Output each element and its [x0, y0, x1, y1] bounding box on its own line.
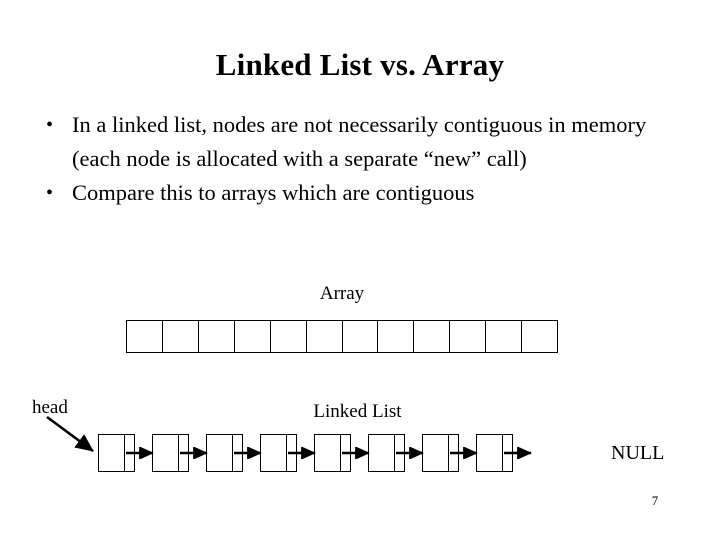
null-link-arrow-icon: [504, 447, 532, 459]
null-terminator-label: NULL: [611, 442, 665, 464]
node-data-cell: [315, 435, 341, 471]
node-link-arrow-icon: [234, 447, 262, 459]
node-data-cell: [207, 435, 233, 471]
node-data-cell: [99, 435, 125, 471]
linked-list-chain: [98, 434, 532, 472]
array-cell: [522, 321, 557, 352]
array-cell: [486, 321, 523, 352]
head-pointer-arrow-icon: [45, 415, 105, 465]
array-diagram-label: Array: [319, 283, 365, 304]
array-cell: [343, 321, 379, 352]
linked-list-diagram-label: Linked List: [313, 401, 402, 422]
array-cell: [199, 321, 235, 352]
array-cell: [378, 321, 415, 352]
array-cell: [127, 321, 163, 352]
bullet-marker-icon: •: [46, 182, 54, 204]
node-link-arrow-icon: [342, 447, 370, 459]
array-cell: [414, 321, 451, 352]
array-cell: [235, 321, 271, 352]
page-number: 7: [651, 493, 659, 508]
node-data-cell: [423, 435, 449, 471]
node-data-cell: [477, 435, 503, 471]
array-cell: [163, 321, 199, 352]
array-cell: [450, 321, 487, 352]
node-link-arrow-icon: [450, 447, 478, 459]
node-link-arrow-icon: [288, 447, 316, 459]
bullet-item-1: • In a linked list, nodes are not necess…: [46, 108, 682, 176]
bullet-item-1-text: In a linked list, nodes are not necessar…: [72, 112, 647, 171]
node-data-cell: [369, 435, 395, 471]
array-cell: [271, 321, 307, 352]
node-link-arrow-icon: [396, 447, 424, 459]
head-label: head: [32, 397, 68, 418]
node-link-arrow-icon: [126, 447, 154, 459]
node-link-arrow-icon: [180, 447, 208, 459]
bullet-marker-icon: •: [46, 114, 54, 136]
page-title: Linked List vs. Array: [215, 47, 505, 82]
array-cell: [307, 321, 343, 352]
node-data-cell: [153, 435, 179, 471]
bullet-item-2: • Compare this to arrays which are conti…: [46, 176, 682, 210]
array-cell-row: [126, 320, 558, 353]
bullet-item-2-text: Compare this to arrays which are contigu…: [72, 180, 475, 205]
bullet-list: • In a linked list, nodes are not necess…: [46, 108, 682, 210]
node-data-cell: [261, 435, 287, 471]
